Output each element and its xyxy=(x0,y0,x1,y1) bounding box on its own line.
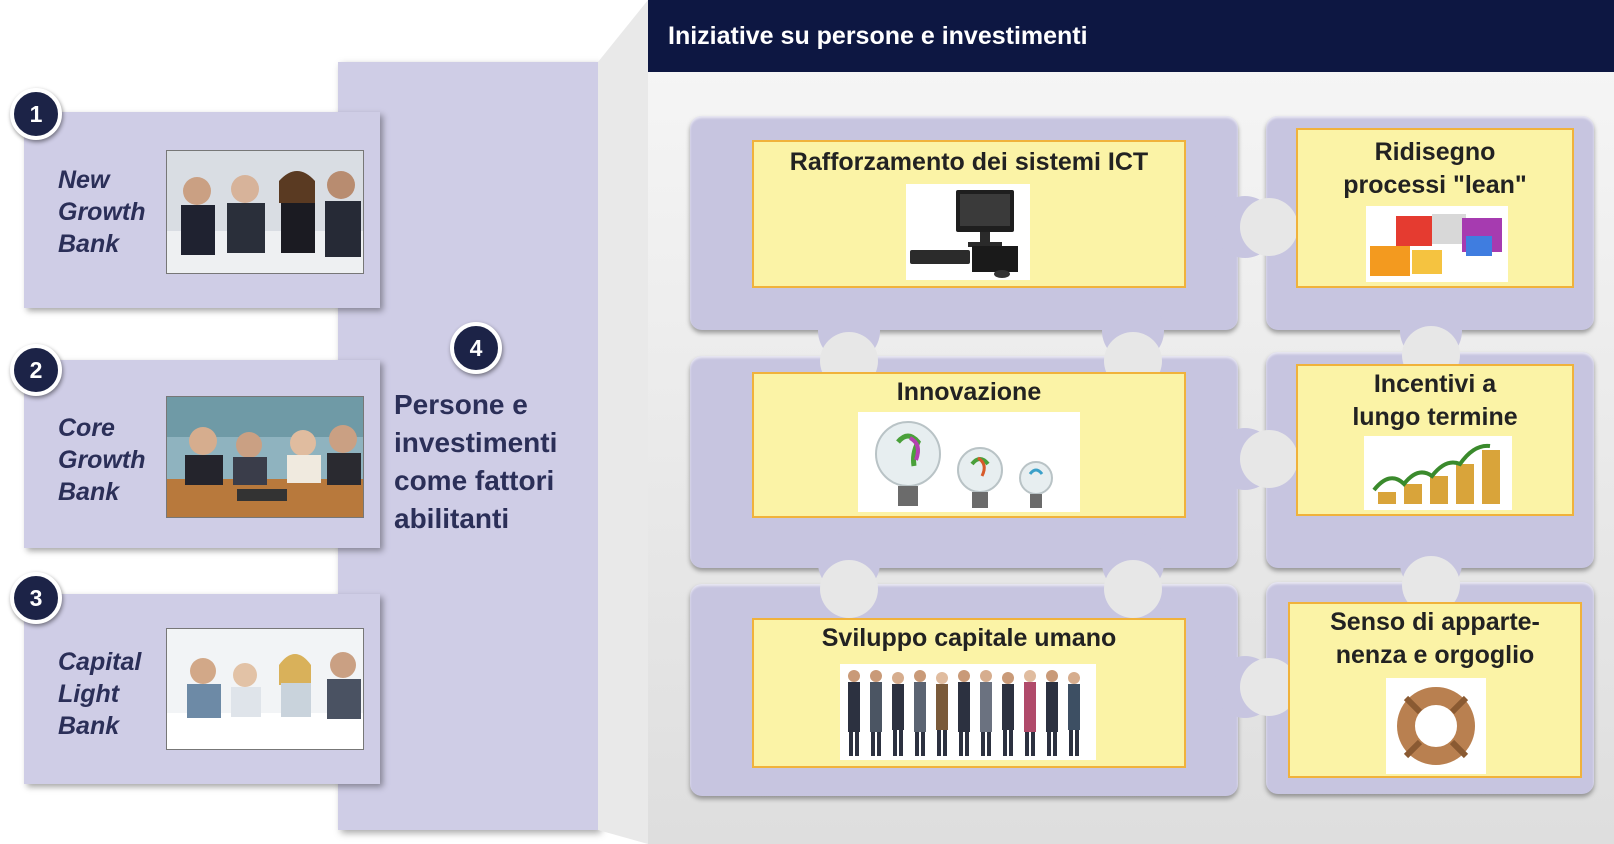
people-group-icon xyxy=(840,664,1096,760)
panel-header xyxy=(648,0,1614,72)
puzzle-pieces-icon xyxy=(1366,206,1508,282)
coin-stacks-icon xyxy=(1364,436,1512,510)
meeting-photo-2 xyxy=(166,396,364,518)
puzzle-notch xyxy=(1240,430,1298,488)
meeting-photo-3 xyxy=(166,628,364,750)
card-label: Capital Light Bank xyxy=(58,648,142,740)
initiative-label: Rafforzamento dei sistemi ICT xyxy=(789,148,1149,176)
puzzle-notch xyxy=(1240,198,1298,256)
step-badge-2: 2 xyxy=(10,344,62,396)
initiative-label: Ridisegno processi "lean" xyxy=(1343,138,1527,199)
strategy-card-3: Capital Light Bank xyxy=(24,594,380,784)
step-badge-4: 4 xyxy=(450,322,502,374)
initiative-label: Innovazione xyxy=(896,378,1042,406)
desktop-computer-icon xyxy=(906,184,1030,280)
initiative-box-belonging: Senso di apparte- nenza e orgoglio xyxy=(1288,602,1582,778)
panel-title: Iniziative su persone e investimenti xyxy=(668,22,1088,50)
card-label: New Growth Bank xyxy=(58,166,146,258)
enabler-spine xyxy=(338,62,598,830)
puzzle-notch xyxy=(1104,560,1162,618)
strategy-card-1: New Growth Bank xyxy=(24,112,380,308)
step-badge-3: 3 xyxy=(10,572,62,624)
initiative-box-human-capital: Sviluppo capitale umano xyxy=(752,618,1186,768)
initiative-box-innovation: Innovazione xyxy=(752,372,1186,518)
initiative-label: Incentivi a lungo termine xyxy=(1352,370,1518,431)
light-bulbs-icon xyxy=(858,412,1080,512)
strategy-card-2: Core Growth Bank xyxy=(24,360,380,548)
enabler-title: Persone e investimenti come fattori abil… xyxy=(394,389,558,534)
meeting-photo-1 xyxy=(166,150,364,274)
step-badge-1: 1 xyxy=(10,88,62,140)
puzzle-notch xyxy=(820,560,878,618)
initiative-label: Senso di apparte- nenza e orgoglio xyxy=(1330,608,1540,669)
initiative-box-lean: Ridisegno processi "lean" xyxy=(1296,128,1574,288)
connector-shape xyxy=(598,0,648,844)
initiative-box-ict: Rafforzamento dei sistemi ICT xyxy=(752,140,1186,288)
card-label: Core Growth Bank xyxy=(58,414,146,506)
joined-hands-icon xyxy=(1386,678,1486,774)
initiative-box-incentives: Incentivi a lungo termine xyxy=(1296,364,1574,516)
initiative-label: Sviluppo capitale umano xyxy=(821,624,1117,652)
